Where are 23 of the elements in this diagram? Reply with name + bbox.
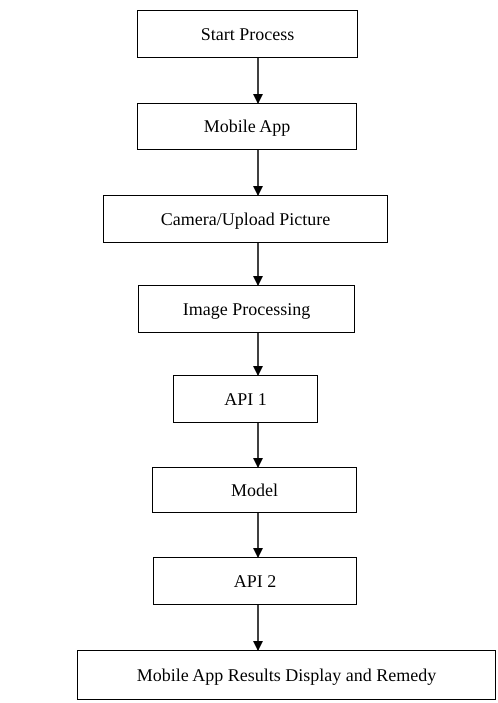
arrow: [253, 513, 263, 558]
process-box: [152, 467, 357, 513]
arrow: [253, 150, 263, 196]
arrow: [253, 605, 263, 651]
arrow: [253, 423, 263, 468]
process-box: [103, 195, 388, 243]
box-label: API 1: [224, 388, 267, 410]
box-label: API 2: [234, 570, 276, 592]
arrow: [253, 58, 263, 104]
box-label: Model: [231, 478, 278, 502]
arrow: [253, 333, 263, 376]
box-label: Camera/Upload Picture: [160, 208, 330, 231]
process-box: [173, 375, 318, 423]
box-label: Start Process: [200, 22, 294, 46]
process-box: [153, 557, 357, 605]
process-box: [138, 285, 355, 333]
box-label: Mobile App: [204, 115, 290, 138]
process-box: [137, 10, 358, 58]
box-label: Image Processing: [182, 298, 310, 321]
process-box: [77, 650, 496, 700]
process-box: [137, 103, 357, 150]
arrow: [253, 243, 263, 286]
box-label: Mobile App Results Display and Remedy: [136, 664, 436, 687]
